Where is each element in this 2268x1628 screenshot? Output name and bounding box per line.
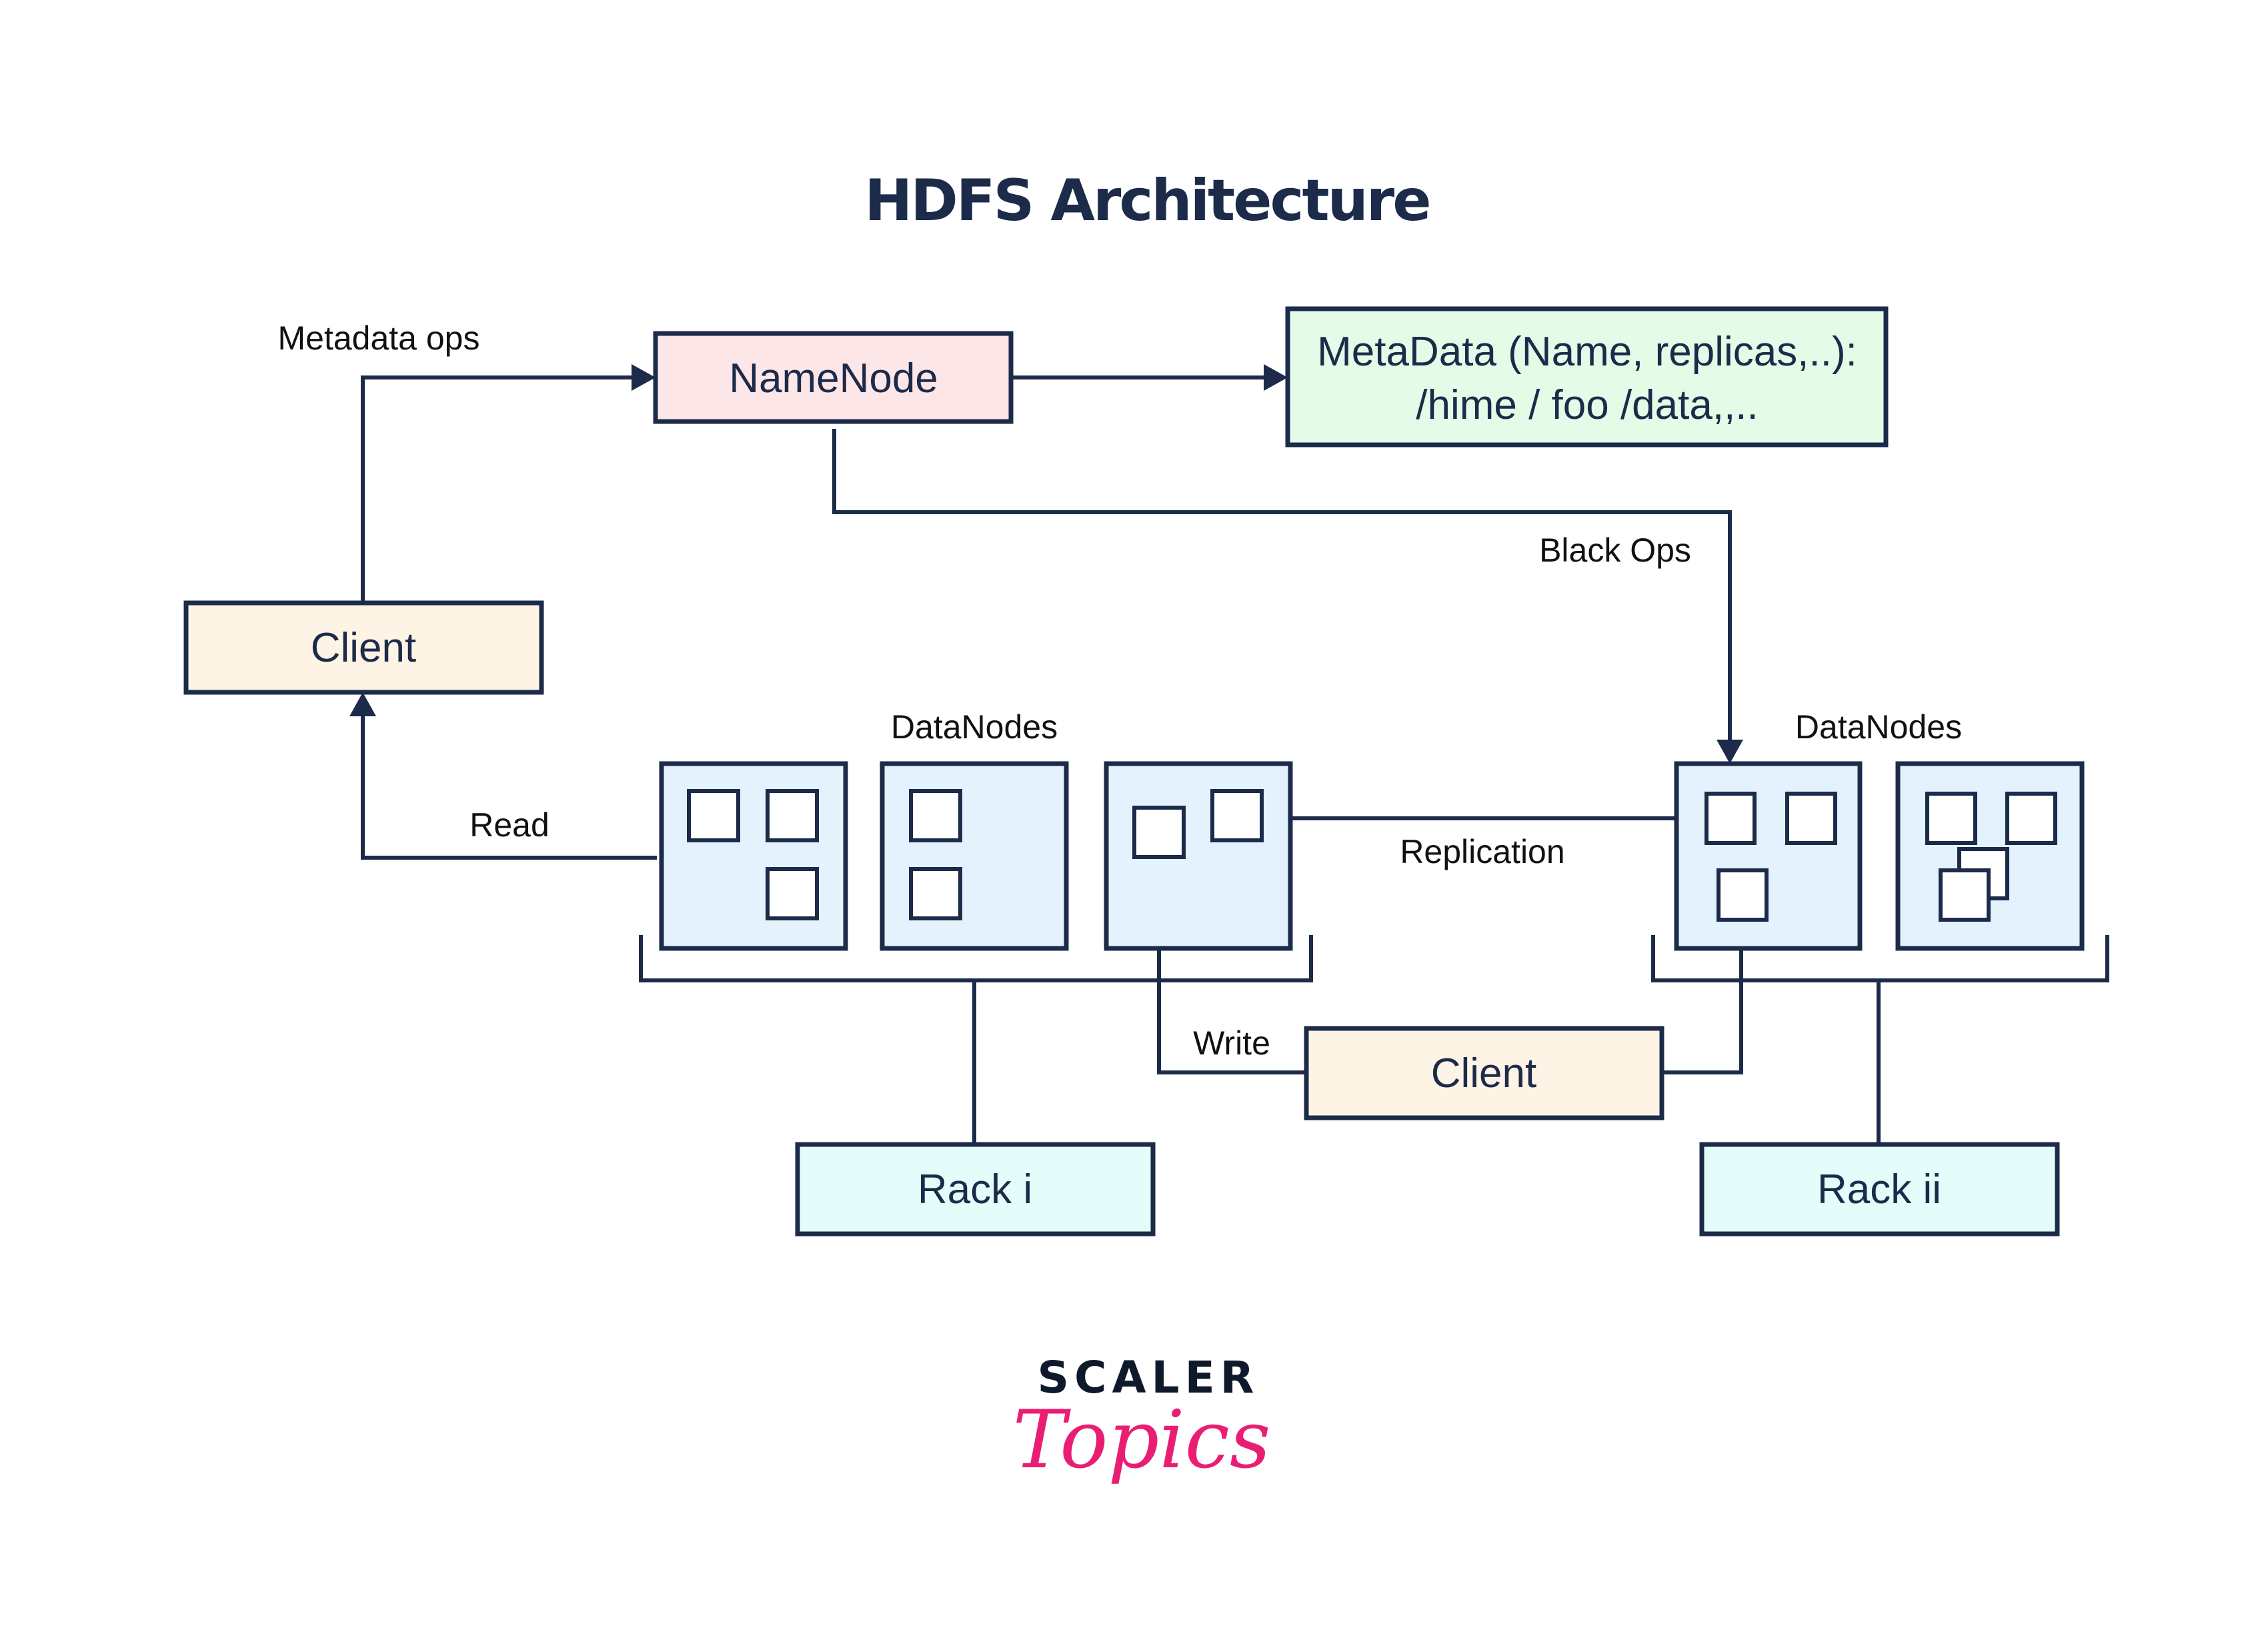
data-block	[766, 867, 819, 920]
data-block	[766, 789, 819, 842]
diagram-title: HDFS Architecture	[864, 167, 1429, 234]
replication-label: Replication	[1400, 833, 1564, 870]
datanode-left-1	[659, 761, 848, 951]
block-ops-arrowhead	[1717, 740, 1743, 764]
read-label: Read	[469, 806, 549, 844]
metadata-ops-connector	[361, 375, 635, 603]
data-block	[1705, 792, 1757, 845]
data-block	[1785, 792, 1837, 845]
data-block	[909, 789, 962, 842]
scaler-topics-logo: SCALER Topics	[1013, 1352, 1271, 1487]
block-ops-connector	[832, 429, 1732, 740]
namenode-box: NameNode	[653, 331, 1014, 424]
read-connector	[361, 715, 657, 860]
datanodes-left-label: DataNodes	[891, 708, 1058, 746]
rack-i-label: Rack i	[918, 1166, 1032, 1212]
metadata-ops-label: Metadata ops	[278, 319, 480, 357]
logo-topics-text: Topics	[1013, 1394, 1271, 1487]
client-bottom-label: Client	[1431, 1050, 1537, 1096]
data-block	[1210, 789, 1264, 842]
data-block	[1717, 868, 1769, 922]
client-top-label: Client	[311, 625, 417, 671]
rack-ii-box: Rack ii	[1699, 1142, 2060, 1237]
metadata-box: MetaData (Name, replicas,..): /hime / fo…	[1285, 306, 1889, 448]
data-block	[2005, 792, 2057, 845]
block-ops-label: Black Ops	[1539, 532, 1691, 569]
data-block	[1132, 806, 1186, 859]
data-block	[1939, 868, 1991, 922]
rack-ii-label: Rack ii	[1817, 1166, 1941, 1212]
write-label: Write	[1193, 1024, 1270, 1062]
namenode-to-metadata-arrowhead	[1264, 364, 1288, 391]
datanode-right-2	[1895, 761, 2085, 951]
namenode-label: NameNode	[729, 355, 938, 401]
rack-i-box: Rack i	[795, 1142, 1156, 1237]
client-box-bottom: Client	[1304, 1026, 1664, 1120]
client-box-top: Client	[183, 600, 544, 695]
data-block	[909, 867, 962, 920]
data-block	[687, 789, 740, 842]
datanode-left-2	[880, 761, 1069, 951]
metadata-ops-arrowhead	[632, 364, 656, 391]
logo-scaler-text: SCALER	[1037, 1352, 1259, 1403]
read-arrowhead	[349, 692, 376, 716]
data-block	[1925, 792, 1977, 845]
datanode-left-3	[1104, 761, 1293, 951]
client-to-right-datanode-connector	[1662, 942, 1743, 1074]
datanodes-right-label: DataNodes	[1795, 708, 1962, 746]
metadata-label-line2: /hime / foo /data,,..	[1416, 382, 1759, 428]
metadata-label-line1: MetaData (Name, replicas,..):	[1317, 329, 1857, 375]
datanode-right-1	[1674, 761, 1863, 951]
